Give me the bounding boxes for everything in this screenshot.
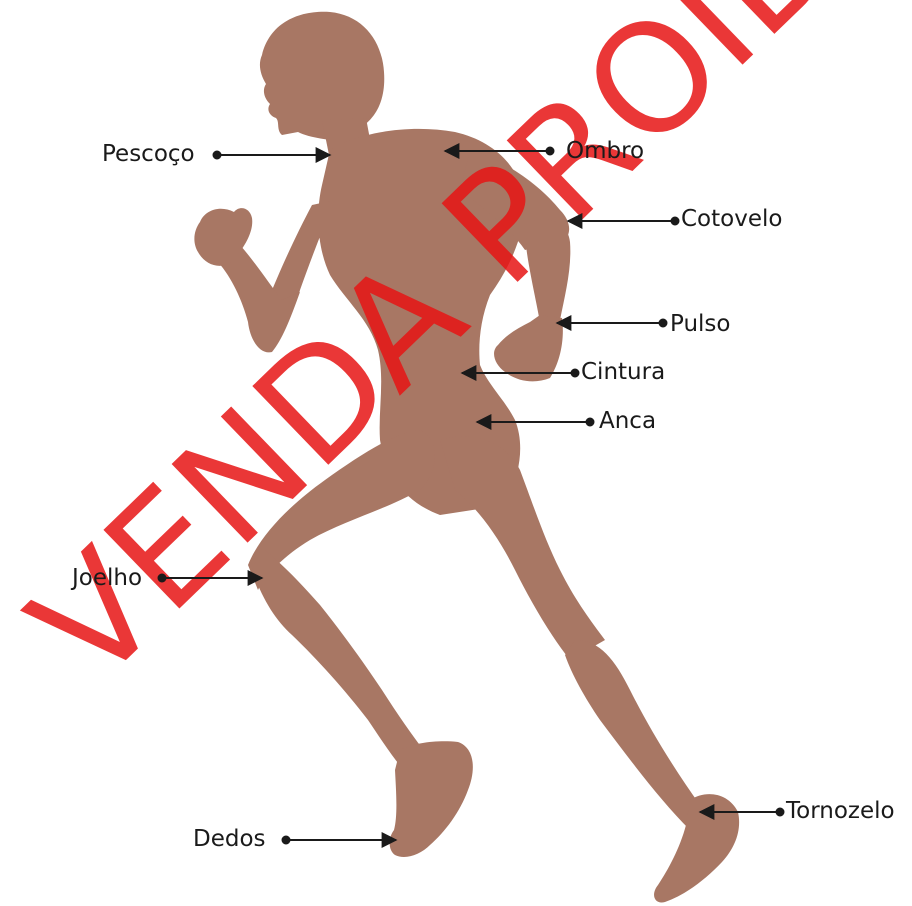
label-ankle: Tornozelo	[786, 800, 895, 823]
arrow-hip-dot	[587, 419, 594, 426]
arrow-knee-dot	[159, 575, 166, 582]
back-thigh	[440, 436, 605, 660]
arrow-ankle-dot	[777, 809, 784, 816]
front-shin	[252, 548, 425, 768]
arrow-elbow-dot	[672, 218, 679, 225]
watermark-text: VENDA PROIBIDA	[0, 0, 912, 716]
arrow-waist-dot	[572, 370, 579, 377]
watermark: VENDA PROIBIDA	[0, 0, 912, 716]
label-toes: Dedos	[193, 828, 266, 851]
front-foot	[390, 741, 473, 857]
label-neck: Pescoço	[102, 143, 195, 166]
back-foot	[654, 794, 739, 902]
arrow-wrist-dot	[660, 320, 667, 327]
arrow-toes-dot	[283, 837, 290, 844]
label-shoulder: Ombro	[566, 140, 644, 163]
label-hip: Anca	[599, 410, 656, 433]
label-elbow: Cotovelo	[681, 208, 782, 231]
label-waist: Cintura	[581, 361, 665, 384]
arrow-shoulder-dot	[547, 148, 554, 155]
label-wrist: Pulso	[670, 313, 731, 336]
back-shin	[565, 640, 700, 830]
arrow-neck-dot	[214, 152, 221, 159]
label-knee: Joelho	[72, 567, 142, 590]
